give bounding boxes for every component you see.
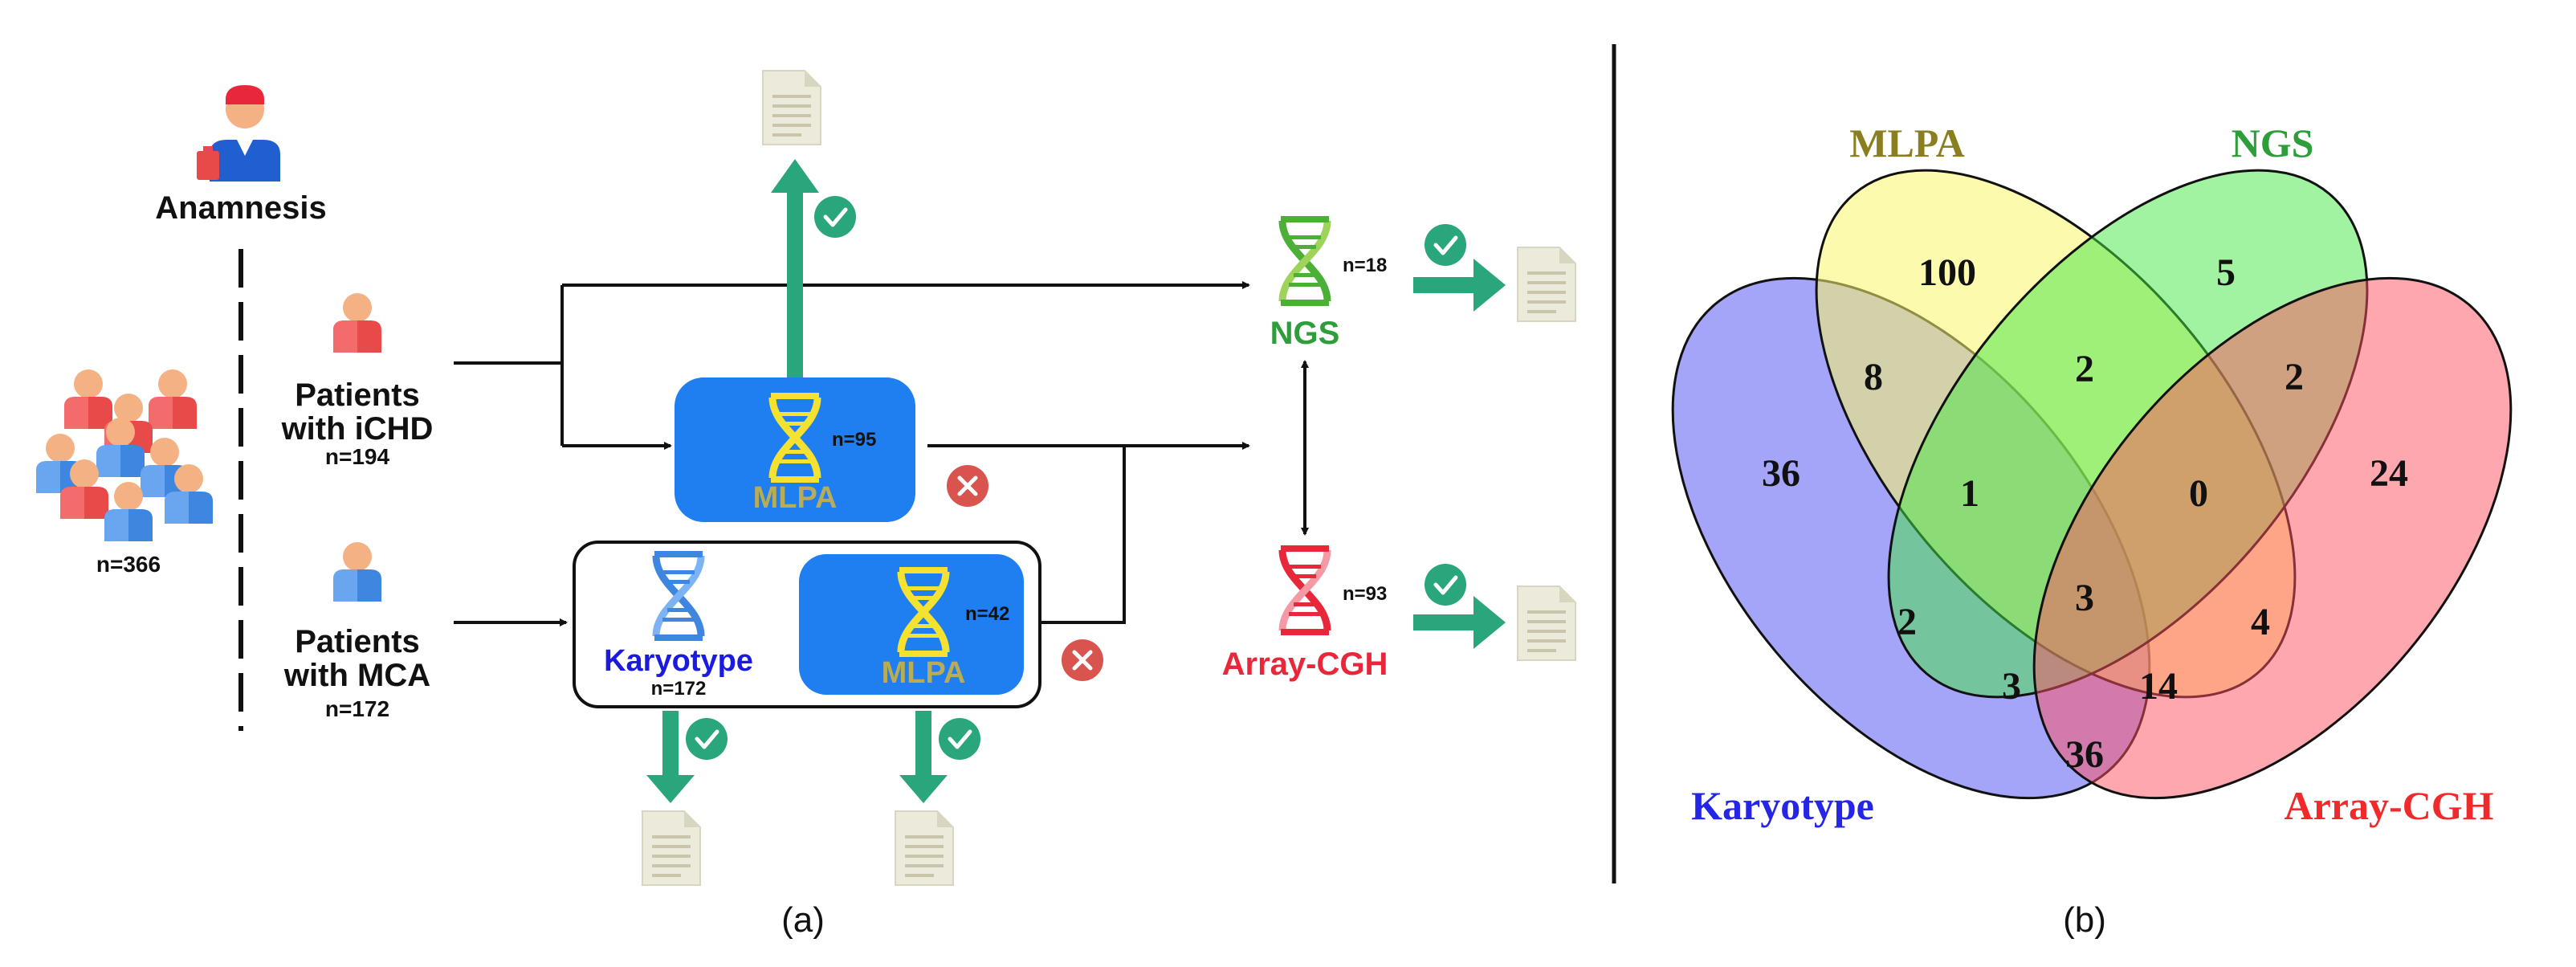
mlpa-bottom-report-icon [895,810,954,886]
ngs-count: n=18 [1343,255,1387,276]
doctor-icon [197,85,280,182]
ichd-label-line2: with iCHD [281,411,434,447]
venn-karyotype-only: 36 [1762,452,1800,495]
array-cgh-check-icon [1425,564,1466,606]
mlpa-top-fail-icon [947,465,988,507]
array-cgh-label: Array-CGH [1222,647,1388,682]
mlpa-bottom-label: MLPA [882,656,966,690]
venn-mlpa-karyotype-array: 14 [2139,665,2178,708]
karyotype-check-icon [686,718,728,760]
karyotype-count: n=172 [651,678,707,700]
mlpa-top-check-icon [814,196,856,238]
array-cgh-success-arrow [1413,596,1506,649]
ngs-check-icon [1425,224,1466,266]
karyotype-success-arrow [646,711,695,803]
mca-count: n=172 [325,696,389,721]
mlpa-top-label: MLPA [753,481,838,515]
venn-label-karyotype: Karyotype [1691,783,1874,828]
venn-mlpa-array: 4 [2251,601,2270,643]
venn-ngs-karyotype-array: 3 [2002,665,2021,708]
ngs-label: NGS [1270,316,1340,351]
ngs-success-arrow [1413,259,1506,312]
cohort-count: n=366 [96,552,161,577]
venn-ngs-array: 2 [2285,356,2304,398]
venn-mlpa-karyotype: 8 [1864,356,1883,398]
mca-person-icon [333,542,381,602]
panel-a-caption: (a) [781,900,825,940]
venn-ngs-only: 5 [2216,251,2236,294]
mlpa-bottom-success-arrow [899,711,948,803]
mlpa-bottom-check-icon [939,718,980,760]
venn-label-mlpa: MLPA [1849,120,1964,165]
array-cgh-count: n=93 [1343,583,1387,605]
panel-b-venn: MLPA NGS Karyotype Array-CGH 100 5 36 24… [1671,120,2513,940]
venn-karyotype-array: 36 [2065,733,2104,776]
array-cgh-report-icon [1517,586,1576,661]
ichd-count: n=194 [325,444,390,469]
venn-all-four: 3 [2075,577,2094,619]
venn-mlpa-ngs: 2 [2075,348,2094,390]
mca-label-line2: with MCA [283,658,430,693]
mca-label-line1: Patients [295,624,420,659]
venn-label-array-cgh: Array-CGH [2284,783,2493,828]
ichd-label-line1: Patients [295,377,420,413]
mlpa-top-count: n=95 [832,429,876,451]
venn-mlpa-ngs-array: 0 [2189,472,2208,515]
anamnesis-label: Anamnesis [155,190,326,226]
venn-mlpa-only: 100 [1918,251,1976,294]
panel-a: Anamnesis n=366 Patients with iCHD n=194… [36,70,1576,940]
venn-array-cgh-ellipse [2032,276,2513,800]
venn-mlpa-ngs-karyotype: 1 [1960,472,1979,515]
ichd-branch-arrows [454,281,1250,450]
ngs-report-icon [1517,247,1576,322]
venn-array-only: 24 [2370,452,2408,495]
mlpa-top-success-arrow [771,159,819,377]
mlpa-top-report-icon [762,70,821,145]
ichd-person-icon [333,293,381,353]
karyotype-report-icon [642,810,701,886]
array-cgh-dna-icon [1281,545,1329,635]
ngs-dna-icon [1281,216,1329,306]
karyotype-label: Karyotype [604,644,753,678]
cohort-people-icon [36,369,213,541]
panel-b-caption: (b) [2063,900,2106,940]
mca-tests-fail-icon [1062,639,1103,681]
mlpa-bottom-count: n=42 [965,603,1009,625]
venn-label-ngs: NGS [2232,120,2314,165]
venn-ngs-karyotype: 2 [1897,601,1917,643]
mca-tests-fail-connector [1040,446,1126,624]
